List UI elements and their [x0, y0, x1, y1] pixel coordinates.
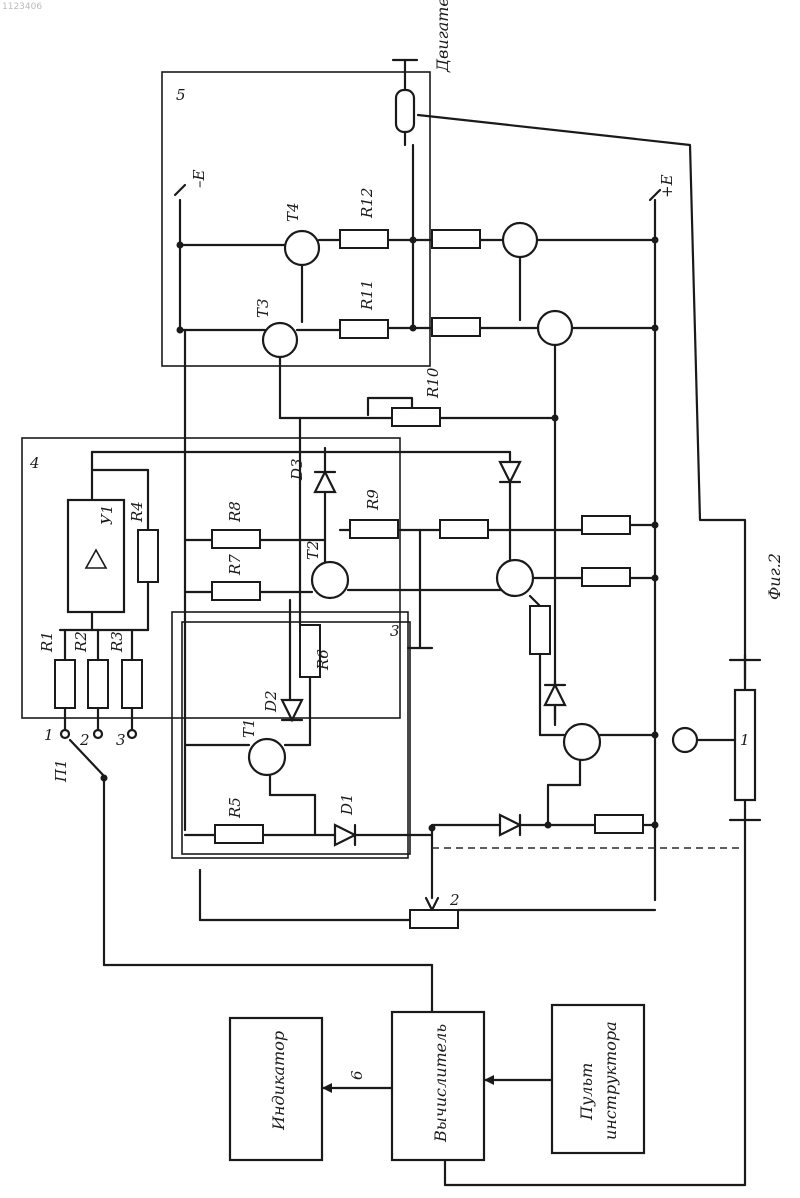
t4-label: T4: [284, 202, 302, 222]
block-6-label: 6: [348, 1070, 366, 1080]
knob-control[interactable]: [673, 728, 697, 752]
diode-bottom: [500, 815, 520, 835]
resistor-mid-2: [582, 516, 630, 534]
r12-label: R12: [358, 188, 376, 219]
resistor-lower-right: [432, 318, 480, 336]
r9-label: R9: [364, 489, 382, 511]
diode-d1: [335, 825, 355, 845]
resistor-upper-right: [432, 230, 480, 248]
transistor-t1: [249, 739, 285, 775]
resistor-r11: [340, 320, 388, 338]
block-5-label: 5: [176, 86, 186, 104]
arrow-to-calculator: [484, 1075, 494, 1085]
console-label-line2: инструктора: [601, 1021, 620, 1140]
r10-label: R10: [424, 367, 442, 399]
block-1-label: 1: [740, 731, 750, 749]
resistor-r4: [138, 530, 158, 582]
r8-label: R8: [226, 501, 244, 523]
resistor-r7: [212, 582, 260, 600]
r1-label: R1: [38, 631, 56, 653]
indicator-label: Индикатор: [269, 1031, 288, 1131]
switch-contact-3[interactable]: [128, 730, 136, 738]
diode-lower-right: [545, 685, 565, 705]
resistor-r12: [340, 230, 388, 248]
diode-d3: [315, 472, 335, 492]
t1-label: T1: [240, 718, 258, 738]
calculator-label: Вычислитель: [431, 1024, 450, 1143]
resistor-bottom: [595, 815, 643, 833]
d3-label: D3: [288, 458, 306, 481]
resistor-r3: [122, 660, 142, 708]
corner-number: 1123406: [2, 2, 42, 12]
transistor-t4: [285, 231, 319, 265]
r6-label: R6: [314, 649, 332, 671]
resistor-r10: [392, 408, 440, 426]
p1-label: П1: [52, 759, 70, 783]
instructor-console-unit: [552, 1005, 644, 1153]
transistor-lower-right: [538, 311, 572, 345]
block-2-label: 2: [449, 891, 460, 909]
figure-caption: Фиг.2: [765, 553, 784, 600]
switch-contact-2[interactable]: [94, 730, 102, 738]
r4-label: R4: [128, 501, 146, 523]
r11-label: R11: [358, 280, 376, 311]
transistor-upper-right: [503, 223, 537, 257]
resistor-mid-1: [440, 520, 488, 538]
resistor-r1: [55, 660, 75, 708]
resistor-r8: [212, 530, 260, 548]
r7-label: R7: [226, 554, 244, 576]
resistor-r2: [88, 660, 108, 708]
transistor-t2: [312, 562, 348, 598]
resistor-mid-4: [530, 606, 550, 654]
diode-upper-right: [500, 462, 520, 482]
transistor-mid-right: [497, 560, 533, 596]
t2-label: T2: [304, 540, 322, 560]
transistor-t3: [263, 323, 297, 357]
t3-label: T3: [254, 298, 272, 318]
switch-contact-1[interactable]: [61, 730, 69, 738]
transistor-lower-right-2: [564, 724, 600, 760]
r2-label: R2: [72, 631, 90, 653]
switch-pos-2: 2: [79, 731, 90, 749]
u1-label: У1: [98, 505, 116, 525]
pos-supply-label: +E: [658, 174, 676, 198]
neg-terminal: [175, 185, 185, 195]
neg-supply-label: –E: [190, 170, 208, 189]
resistor-r9: [350, 520, 398, 538]
d1-label: D1: [338, 793, 356, 816]
arrow-to-indicator: [322, 1083, 332, 1093]
block-3-inner: [182, 622, 410, 854]
potentiometer-2: [410, 910, 458, 928]
r3-label: R3: [108, 631, 126, 653]
motor-label: Двигатель: [433, 0, 452, 73]
switch-pos-3: 3: [116, 731, 126, 749]
switch-pos-1: 1: [44, 726, 54, 744]
block-3-label: 3: [390, 622, 400, 640]
diode-d2: [282, 700, 302, 720]
r5-label: R5: [226, 797, 244, 819]
d2-label: D2: [262, 690, 280, 713]
resistor-r5: [215, 825, 263, 843]
block-4-label: 4: [29, 454, 40, 472]
console-label-line1: Пульт: [577, 1063, 596, 1121]
resistor-mid-3: [582, 568, 630, 586]
motor-feedback-wire: [418, 115, 745, 680]
